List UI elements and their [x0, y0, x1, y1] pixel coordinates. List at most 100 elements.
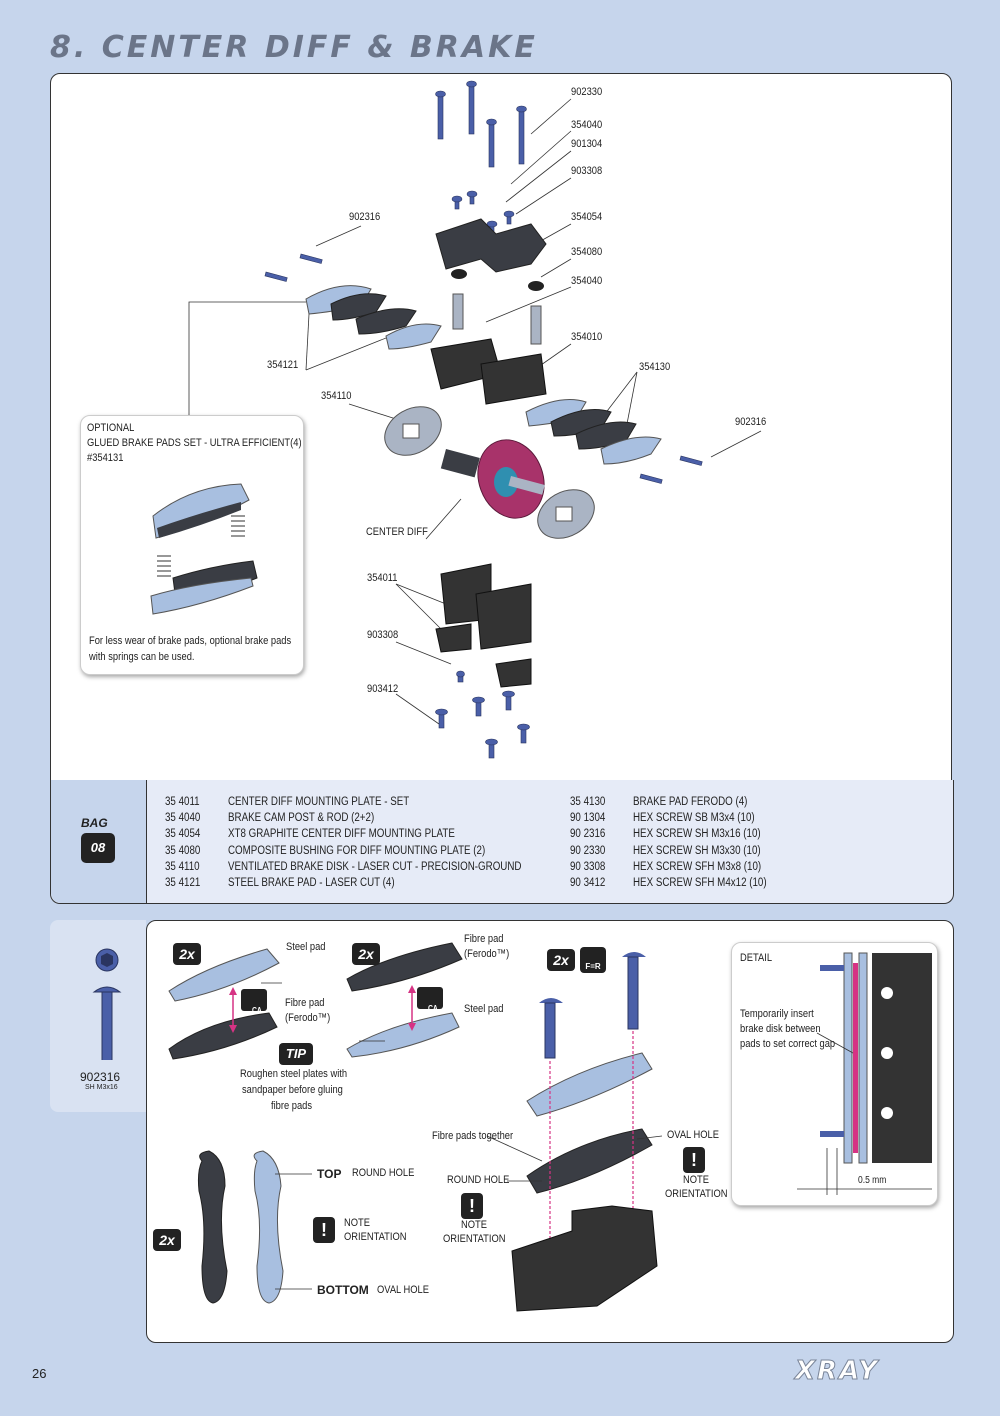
callout-903412: 903412	[367, 683, 399, 695]
qty-badge-2: 2x	[352, 943, 380, 965]
callout-902316-b: 902316	[735, 416, 767, 428]
callout-354054: 354054	[571, 211, 603, 223]
page-number: 26	[32, 1366, 47, 1381]
callout-354040: 354040	[571, 119, 603, 131]
fibre-pad-label-2a: Fibre pad	[464, 933, 504, 945]
detail-text-1: Temporarily insert	[740, 1008, 814, 1020]
callout-903308-b: 903308	[367, 629, 399, 641]
gap-detail-illustration	[797, 952, 932, 1195]
tip-text-2: sandpaper before gluing	[242, 1084, 343, 1096]
fibre-pad-label-2b: (Ferodo™)	[464, 948, 510, 960]
bag-number: 08	[81, 833, 115, 863]
callout-902330: 902330	[571, 86, 603, 98]
gap-label: 0.5 mm	[858, 1175, 887, 1186]
callout-center-diff: CENTER DIFF	[366, 526, 428, 538]
tip-text-3: fibre pads	[271, 1100, 313, 1112]
bag-cell: BAG 08	[51, 780, 147, 903]
part-code: 35 4130	[570, 796, 606, 808]
part-code: 90 3308	[570, 860, 606, 873]
note-label-1: NOTE	[461, 1219, 487, 1231]
screw-legend: 902316 SH M3x16	[50, 920, 146, 1112]
fibre-pad-label-1b: (Ferodo™)	[285, 1012, 331, 1024]
part-code: 90 3412	[570, 877, 606, 889]
fibre-together-label: Fibre pads together	[432, 1130, 514, 1142]
part-description: BRAKE CAM POST & ROD (2+2)	[228, 812, 375, 825]
callout-354040-b: 354040	[571, 275, 603, 287]
part-description: CENTER DIFF MOUNTING PLATE - SET	[228, 796, 410, 808]
ca-label-1: CA	[252, 1006, 262, 1015]
part-description: BRAKE PAD FERODO (4)	[633, 796, 748, 808]
optional-set-name: GLUED BRAKE PADS SET - ULTRA EFFICIENT(4…	[87, 437, 302, 449]
part-code: 90 2330	[570, 844, 606, 857]
screw-spec: SH M3x16	[85, 1084, 118, 1091]
part-code: 35 4121	[165, 877, 201, 889]
orientation-label-3: ORIENTATION	[344, 1231, 407, 1243]
screw-902316-icon	[92, 948, 122, 1060]
callout-354130: 354130	[639, 361, 671, 373]
round-hole-label-2: ROUND HOLE	[352, 1167, 415, 1179]
callout-902316: 902316	[349, 211, 381, 223]
ca-label-2: CA	[428, 1004, 438, 1013]
part-code: 35 4054	[165, 828, 201, 841]
note-label-3: NOTE	[344, 1217, 370, 1229]
optional-part-number: #354131	[87, 452, 124, 464]
callout-903308: 903308	[571, 165, 603, 177]
part-description: HEX SCREW SH M3x30 (10)	[633, 844, 761, 857]
oval-hole-label-2: OVAL HOLE	[377, 1284, 429, 1296]
round-hole-label-1: ROUND HOLE	[447, 1174, 510, 1186]
part-description: VENTILATED BRAKE DISK - LASER CUT - PREC…	[228, 860, 522, 873]
optional-note-line2: with springs can be used.	[89, 651, 195, 663]
steel-pad-label-2: Steel pad	[464, 1003, 504, 1015]
callout-354121: 354121	[267, 359, 299, 371]
part-description: HEX SCREW SH M3x16 (10)	[633, 828, 761, 841]
part-description: STEEL BRAKE PAD - LASER CUT (4)	[228, 877, 395, 889]
part-code: 35 4110	[165, 860, 200, 873]
optional-pads-box: OPTIONAL GLUED BRAKE PADS SET - ULTRA EF…	[80, 415, 304, 675]
detail-text-3: pads to set correct gap	[740, 1038, 836, 1050]
tip-text-1: Roughen steel plates with	[240, 1068, 348, 1080]
part-code: 35 4080	[165, 844, 201, 857]
callout-354010: 354010	[571, 331, 603, 343]
screw-code: 902316	[80, 1070, 121, 1084]
front-rear-badge: F=R	[580, 947, 606, 973]
optional-note-line1: For less wear of brake pads, optional br…	[89, 635, 292, 647]
note-icon-1: !	[461, 1193, 483, 1219]
exploded-diagram	[188, 80, 762, 759]
optional-heading: OPTIONAL	[87, 422, 135, 434]
part-code: 35 4011	[165, 796, 200, 808]
brand-logo: XRAY	[794, 1356, 880, 1387]
page-title: 8. CENTER DIFF & BRAKE	[50, 30, 538, 65]
qty-badge-1: 2x	[173, 943, 201, 965]
part-description: HEX SCREW SFH M4x12 (10)	[633, 877, 767, 889]
part-description: HEX SCREW SB M3x4 (10)	[633, 812, 755, 825]
fibre-pad-label-1a: Fibre pad	[285, 997, 325, 1009]
orientation-label-2: ORIENTATION	[665, 1188, 728, 1200]
top-label: TOP	[317, 1167, 342, 1181]
optional-pads-illustration	[150, 483, 258, 615]
qty-badge-4: 2x	[153, 1229, 181, 1251]
callout-901304: 901304	[571, 138, 603, 150]
callout-354011: 354011	[367, 572, 398, 584]
bag-label: BAG	[81, 816, 108, 830]
note-icon-3: !	[313, 1217, 335, 1243]
note-label-2: NOTE	[683, 1174, 709, 1186]
part-description: COMPOSITE BUSHING FOR DIFF MOUNTING PLAT…	[228, 844, 486, 857]
steel-pad-label-1: Steel pad	[286, 941, 326, 953]
step-illustration	[168, 942, 663, 1312]
part-description: XT8 GRAPHITE CENTER DIFF MOUNTING PLATE	[228, 828, 455, 841]
detail-text-2: brake disk between	[740, 1023, 821, 1035]
note-icon-2: !	[683, 1147, 705, 1173]
callout-354110: 354110	[321, 390, 352, 402]
oval-hole-label-1: OVAL HOLE	[667, 1129, 719, 1141]
detail-title: DETAIL	[740, 952, 773, 964]
tip-badge: TIP	[279, 1043, 313, 1065]
part-description: HEX SCREW SFH M3x8 (10)	[633, 860, 762, 873]
qty-badge-3: 2x	[547, 949, 575, 971]
part-code: 90 1304	[570, 812, 606, 825]
part-code: 35 4040	[165, 812, 201, 825]
part-code: 90 2316	[570, 828, 606, 841]
orientation-label-1: ORIENTATION	[443, 1233, 506, 1245]
parts-list: BAG 08 35 4011 CENTER DIFF MOUNTING PLATE…	[50, 780, 954, 904]
bottom-label: BOTTOM	[317, 1283, 369, 1297]
detail-box: DETAIL Temporarily insert brake disk bet…	[731, 942, 938, 1206]
